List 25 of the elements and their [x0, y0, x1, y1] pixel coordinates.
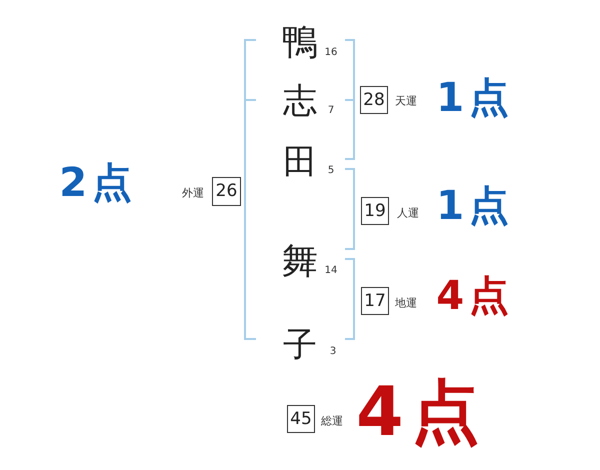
stroke-count: 7	[328, 106, 334, 116]
fortune-label: 地運	[395, 298, 417, 308]
fortune-label: 外運	[182, 188, 204, 198]
fortune-label: 人運	[397, 208, 419, 218]
name-character: 舞	[282, 244, 318, 280]
fortune-label: 総運	[321, 416, 343, 426]
fortune-label: 天運	[395, 96, 417, 106]
stroke-count: 3	[330, 347, 336, 357]
score-text: 4点	[436, 276, 514, 316]
name-character: 志	[283, 84, 317, 118]
number-box: 28	[360, 86, 388, 114]
number-box: 45	[287, 405, 315, 433]
number-box: 26	[212, 177, 241, 206]
name-character: 鴨	[282, 25, 318, 61]
number-box: 19	[361, 197, 389, 225]
score-text: 4点	[356, 379, 488, 447]
name-character: 子	[283, 328, 317, 362]
name-character: 田	[283, 145, 317, 179]
stroke-count: 5	[328, 166, 334, 176]
stroke-count: 16	[324, 48, 338, 58]
score-text: 1点	[436, 186, 514, 226]
score-text: 2点	[59, 163, 137, 203]
score-text: 1点	[436, 78, 514, 118]
number-box: 17	[361, 287, 389, 315]
stroke-count: 14	[324, 266, 338, 276]
